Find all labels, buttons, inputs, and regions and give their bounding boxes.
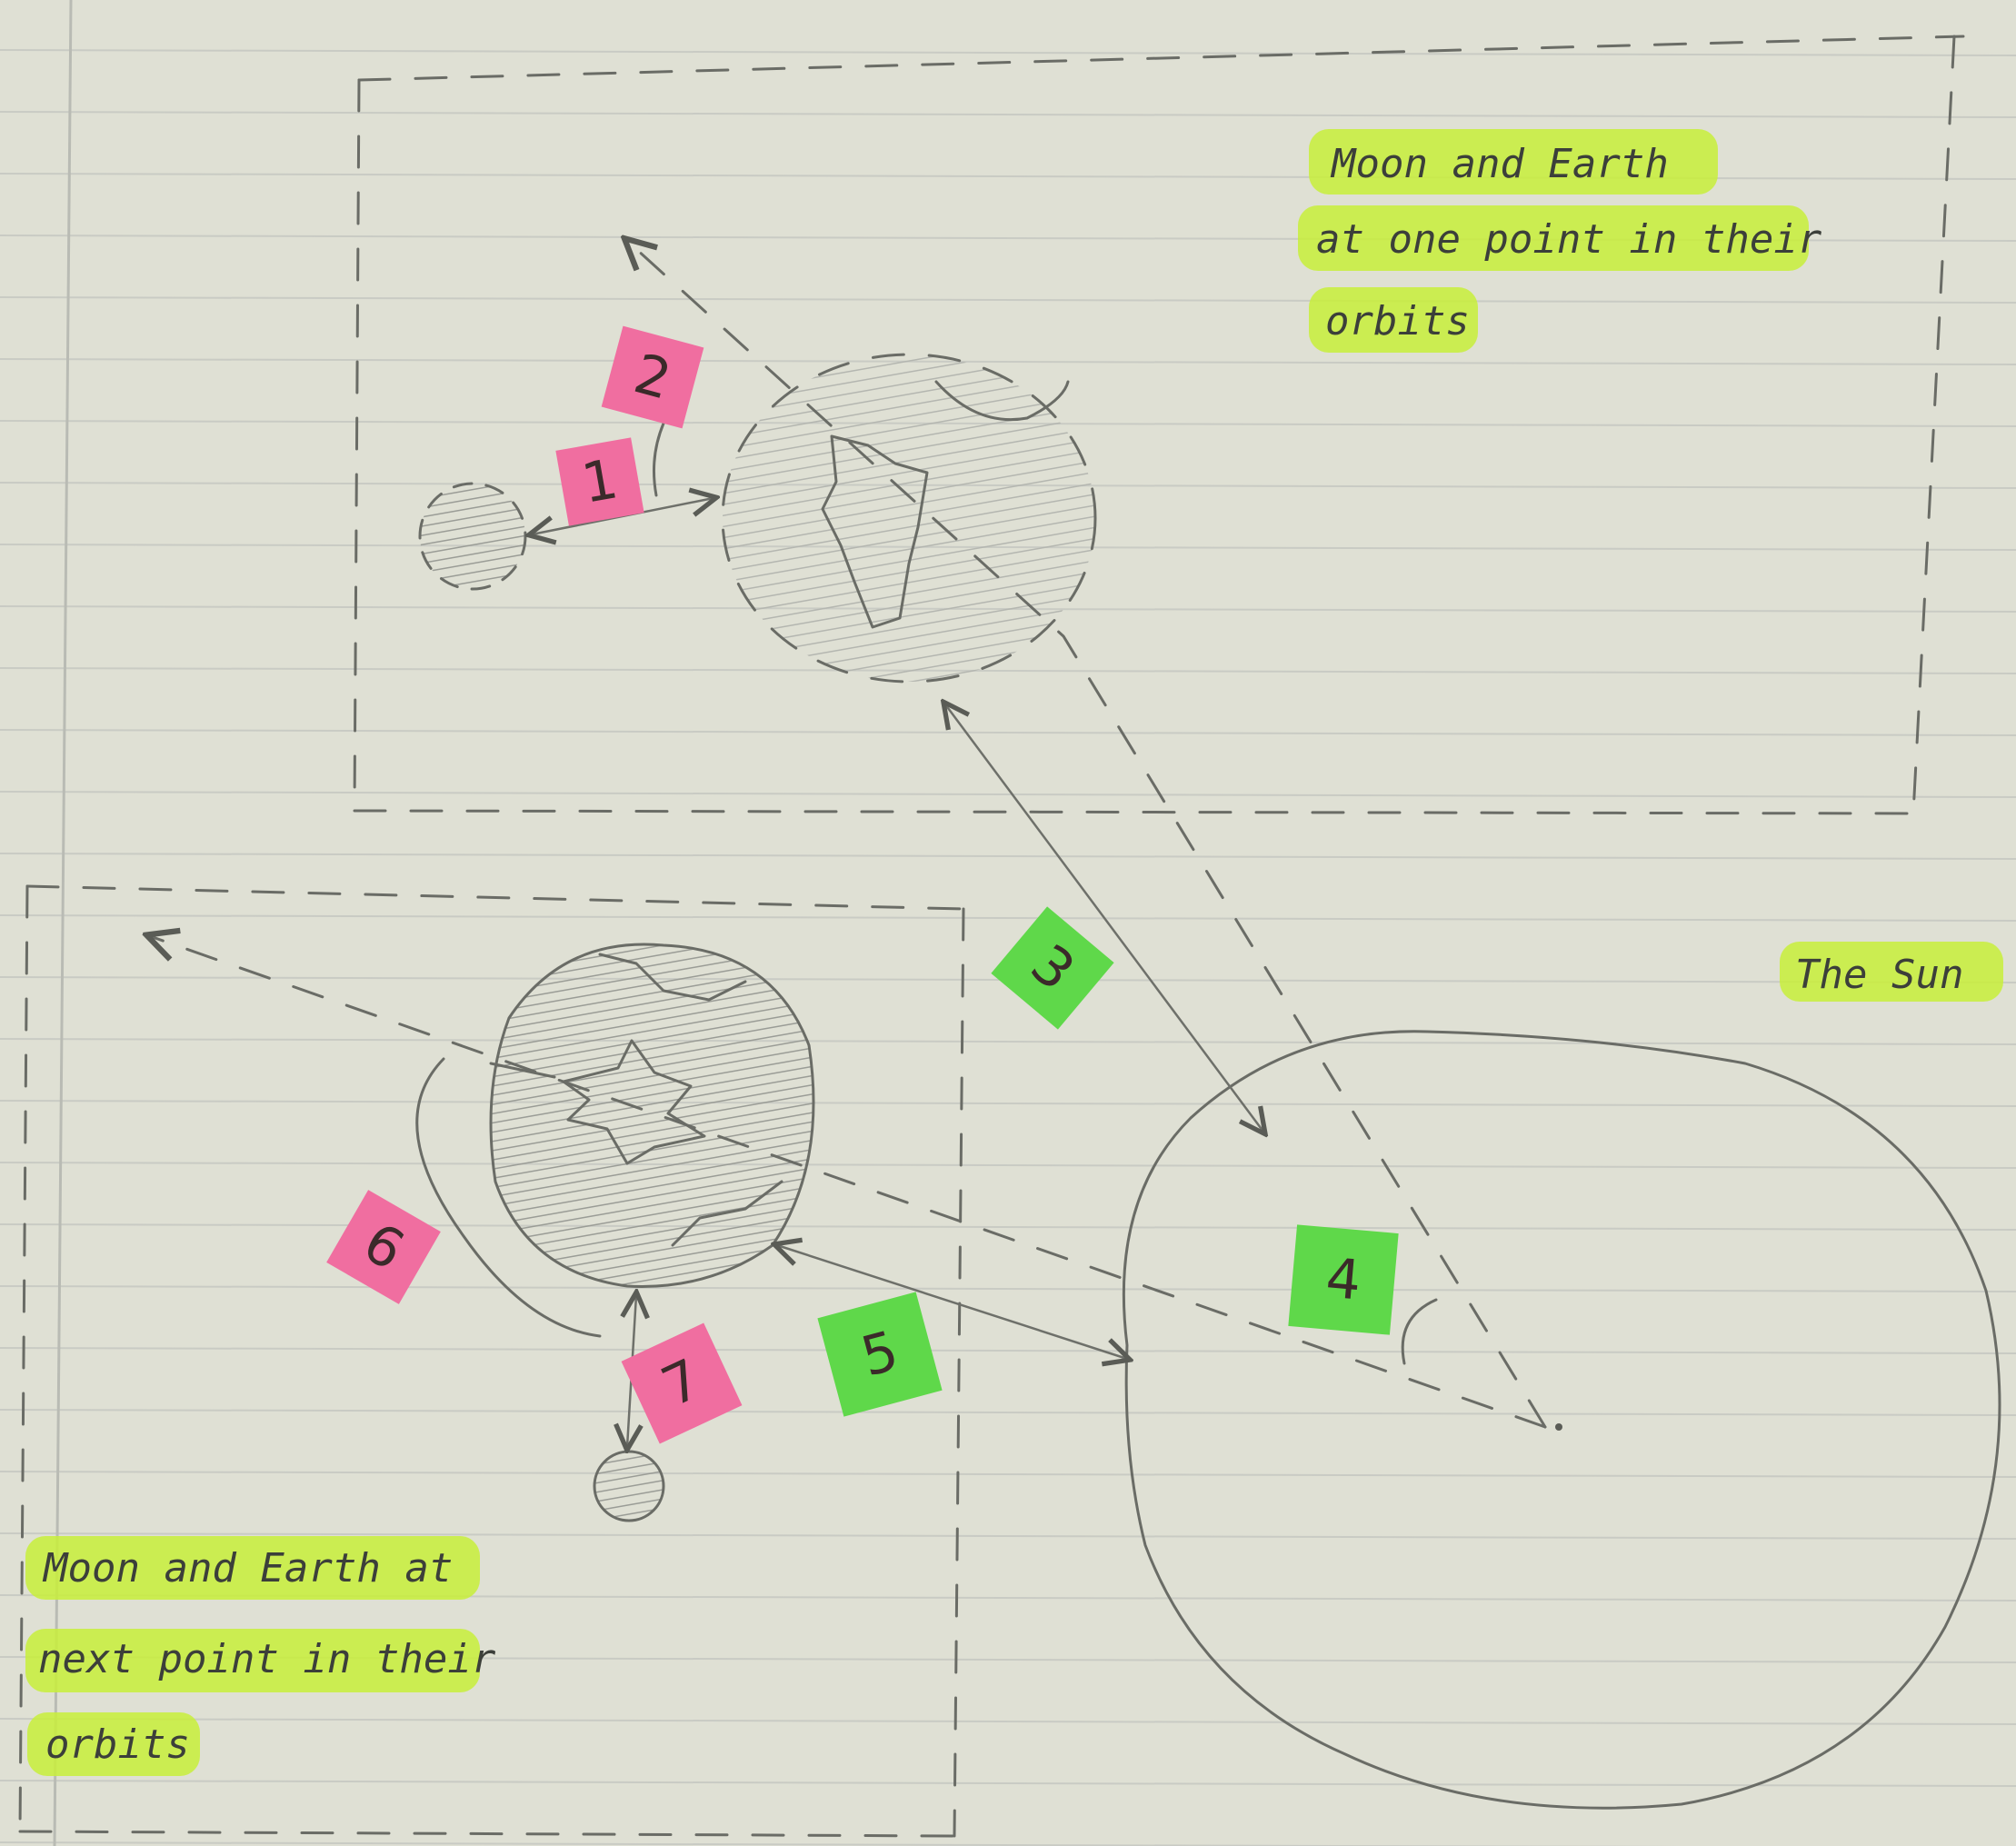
marker-1: 1 [555, 437, 644, 526]
top-note: Moon and Earth at one point in their orb… [1298, 129, 1822, 353]
bottom-note: Moon and Earth at next point in their or… [25, 1536, 496, 1776]
marker-2: 2 [601, 325, 704, 429]
ruled-line [0, 296, 2016, 304]
ruled-line [0, 1532, 2016, 1540]
marker-6: 6 [326, 1190, 441, 1304]
sun [1122, 1030, 2001, 1810]
top-note-line-3: orbits [1325, 298, 1470, 344]
marker-5: 5 [817, 1292, 943, 1417]
marker-3: 3 [991, 906, 1114, 1030]
moon-first-position [418, 482, 527, 591]
top-note-line-2: at one point in their [1316, 216, 1822, 263]
ruled-line [0, 667, 2016, 674]
top-note-line-1: Moon and Earth [1330, 141, 1669, 187]
svg-text:4: 4 [1323, 1246, 1363, 1312]
ruled-line [0, 1471, 2016, 1478]
moon-next-position [593, 1450, 665, 1522]
ruled-line [0, 49, 2016, 56]
ruled-line [0, 1162, 2016, 1169]
ruled-line [0, 111, 2016, 118]
bottom-note-line-2: next point in their [38, 1636, 496, 1682]
ruled-line [0, 1718, 2016, 1725]
bottom-note-line-3: orbits [45, 1721, 190, 1768]
ruled-line [0, 358, 2016, 365]
marker-7: 7 [621, 1322, 743, 1444]
direction-lines [150, 241, 1547, 1429]
top-frame [353, 35, 1965, 815]
ruled-line [0, 1780, 2016, 1787]
bottom-note-line-1: Moon and Earth at [42, 1545, 453, 1592]
ruled-line [0, 1841, 1681, 1846]
earth-first-position [721, 353, 1097, 684]
ruled-line [0, 1223, 2016, 1231]
marker-4: 4 [1288, 1224, 1399, 1335]
ruled-line [0, 1409, 2016, 1416]
bottom-frame [18, 884, 965, 1838]
sun-label-group: The Sun [1780, 942, 2003, 1002]
sun-label: The Sun [1795, 952, 1963, 998]
earth-next-position [489, 943, 815, 1288]
